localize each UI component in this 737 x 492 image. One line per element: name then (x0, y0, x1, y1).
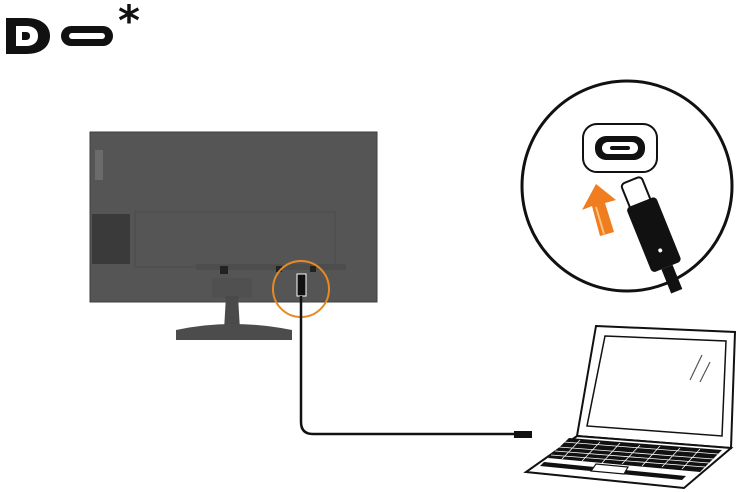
usb-c-port-zoom-icon (520, 79, 734, 294)
laptop-icon (523, 324, 737, 490)
usb-c-plug-laptop (514, 431, 532, 438)
usb-c-plug-monitor (296, 273, 307, 297)
arrow-up-icon (582, 184, 616, 236)
displayport-icon (6, 18, 50, 54)
footnote-asterisk: * (118, 0, 140, 45)
lenovo-logo (95, 150, 103, 180)
monitor-icon (89, 131, 378, 340)
usb-c-connector-icon (61, 26, 113, 46)
usb-c-cable (299, 296, 516, 436)
